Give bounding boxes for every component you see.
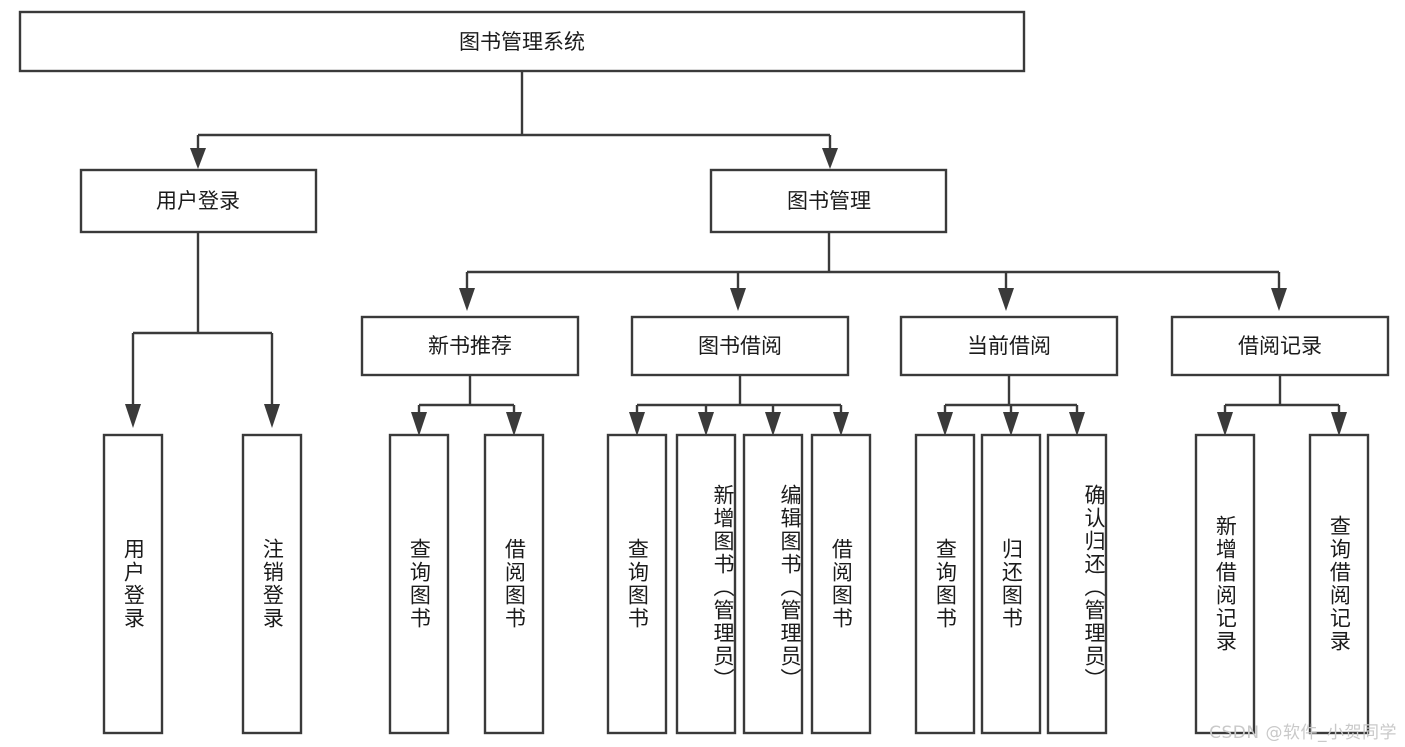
leaf-boxes: [102, 433, 1370, 735]
node-book-management[interactable]: 图书管理: [709, 168, 948, 234]
connectors-book-management-to-level2: [459, 232, 1287, 311]
node-book-borrow[interactable]: 图书借阅: [630, 315, 850, 377]
connectors-borrow-record-to-leaves: [1217, 375, 1347, 436]
leaf-box-br-query-record[interactable]: [1308, 433, 1370, 735]
leaf-box-bb-edit-book[interactable]: [742, 433, 804, 735]
arrow-to-book-borrow: [730, 288, 746, 311]
leaf-box-user-logout[interactable]: [241, 433, 303, 735]
arrow-to-new-book-recommend: [459, 288, 475, 311]
leaf-box-cb-query-book[interactable]: [914, 433, 976, 735]
arrow-to-user-login: [190, 148, 206, 169]
node-root-box[interactable]: [18, 10, 1026, 73]
node-root[interactable]: 图书管理系统: [18, 10, 1026, 73]
leaf-box-cb-return-book[interactable]: [980, 433, 1042, 735]
connectors-user-login-to-leaves: [125, 232, 280, 428]
node-book-borrow-box[interactable]: [630, 315, 850, 377]
node-current-borrow-label: 当前借阅: [967, 334, 1051, 358]
arrow-to-bb-borrow-book: [833, 412, 849, 436]
connectors-root-to-level1: [190, 71, 838, 169]
leaf-box-br-add-record[interactable]: [1194, 433, 1256, 735]
connectors-new-book-to-leaves: [411, 375, 522, 436]
leaf-box-bb-add-book[interactable]: [675, 433, 737, 735]
node-current-borrow-box[interactable]: [899, 315, 1119, 377]
leaf-box-nb-query-book[interactable]: [388, 433, 450, 735]
arrow-to-bb-query-book: [629, 412, 645, 436]
node-root-label: 图书管理系统: [459, 30, 585, 54]
leaf-box-cb-confirm-return[interactable]: [1046, 433, 1108, 735]
csdn-watermark: CSDN @软件_小贺同学: [1209, 723, 1397, 743]
arrow-to-user-login-do: [125, 404, 141, 428]
arrow-to-br-add-record: [1217, 412, 1233, 436]
arrow-to-user-logout: [264, 404, 280, 428]
arrow-to-br-query-record: [1331, 412, 1347, 436]
node-borrow-record[interactable]: 借阅记录: [1170, 315, 1390, 377]
node-new-book-recommend[interactable]: 新书推荐: [360, 315, 580, 377]
node-book-management-box[interactable]: [709, 168, 948, 234]
node-borrow-record-box[interactable]: [1170, 315, 1390, 377]
arrow-to-nb-borrow-book: [506, 412, 522, 436]
arrow-to-book-management: [822, 148, 838, 169]
arrow-to-bb-edit-book: [765, 412, 781, 436]
arrow-to-borrow-record: [1271, 288, 1287, 311]
arrow-to-nb-query-book: [411, 412, 427, 436]
node-borrow-record-label: 借阅记录: [1238, 334, 1322, 358]
node-new-book-recommend-label: 新书推荐: [428, 334, 512, 358]
connectors-book-borrow-to-leaves: [629, 375, 849, 436]
node-user-login-label: 用户登录: [156, 189, 240, 213]
node-new-book-recommend-box[interactable]: [360, 315, 580, 377]
leaf-box-bb-query-book[interactable]: [606, 433, 668, 735]
node-user-login[interactable]: 用户登录: [79, 168, 318, 234]
connectors-current-borrow-to-leaves: [937, 375, 1085, 436]
node-current-borrow[interactable]: 当前借阅: [899, 315, 1119, 377]
arrow-to-cb-confirm-return: [1069, 412, 1085, 436]
leaf-box-nb-borrow-book[interactable]: [483, 433, 545, 735]
leaf-box-bb-borrow-book[interactable]: [810, 433, 872, 735]
arrow-to-cb-query-book: [937, 412, 953, 436]
arrow-to-bb-add-book: [698, 412, 714, 436]
leaf-box-user-login-do[interactable]: [102, 433, 164, 735]
arrow-to-current-borrow: [998, 288, 1014, 311]
arrow-to-cb-return-book: [1003, 412, 1019, 436]
node-book-borrow-label: 图书借阅: [698, 334, 782, 358]
node-book-management-label: 图书管理: [787, 189, 871, 213]
